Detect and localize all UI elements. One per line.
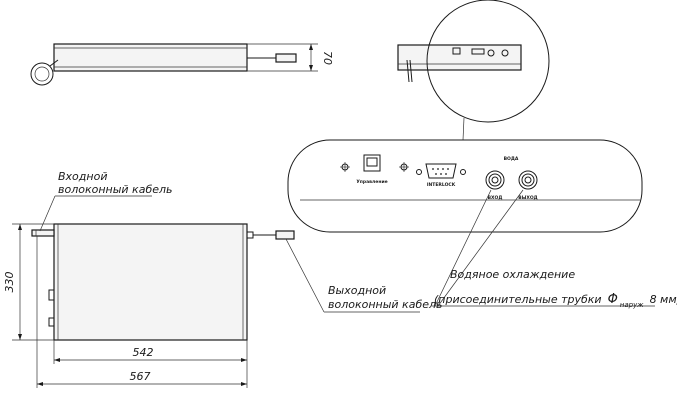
water-outlet-fitting: ВЫХОД: [518, 170, 538, 201]
mount-screw-left: [340, 162, 350, 172]
water-inlet-fitting: ВХОД: [485, 170, 505, 201]
top-view: 330 542 567: [3, 223, 295, 388]
water-cooling-callout: Водяное охлаждение (присоединительные тр…: [432, 189, 677, 309]
fiber-coil: [30, 62, 54, 86]
mount-screw-right: [399, 162, 409, 172]
input-cable-label-2: волоконный кабель: [58, 183, 173, 196]
interlock-connector: INTERLOCK: [416, 163, 466, 188]
water-cooling-label-1: Водяное охлаждение: [450, 268, 575, 281]
control-port: Управление: [356, 154, 388, 185]
control-port-label: Управление: [356, 179, 387, 185]
dimension-height-70: 70: [321, 51, 334, 65]
output-cable-callout: Выходной волоконный кабель: [285, 238, 443, 313]
dimension-width-542: 542: [133, 346, 154, 359]
phi-subscript: наруж: [620, 301, 644, 309]
output-cable-connector: [246, 230, 295, 240]
callout-leader: [462, 117, 465, 141]
interlock-label: INTERLOCK: [427, 182, 456, 188]
phi-symbol: Φ: [608, 292, 618, 307]
panel-detail: Управление INTERLOCK ВОДА: [287, 139, 643, 233]
side-view: 70: [30, 43, 334, 86]
input-cable-callout: Входной волоконный кабель: [39, 170, 173, 232]
rear-view-small: [397, 44, 522, 83]
dimension-width-567: 567: [130, 370, 151, 383]
input-cable-label-1: Входной: [58, 170, 107, 183]
top-view-housing: [53, 223, 248, 341]
dimension-depth-330: 330: [3, 272, 16, 293]
output-cable-label-1: Выходной: [328, 284, 386, 297]
input-cable-connector: [31, 229, 55, 237]
water-label: ВОДА: [504, 156, 519, 162]
panel-detail-outline: [287, 139, 643, 233]
side-view-housing: [53, 43, 248, 72]
water-outlet-label: ВЫХОД: [518, 195, 537, 201]
detail-callout-circle: [426, 0, 550, 123]
output-cable-label-2: волоконный кабель: [328, 298, 443, 311]
water-inlet-label: ВХОД: [488, 195, 503, 201]
water-cooling-size-text: 8 мм): [650, 293, 677, 306]
water-cooling-tube-text: (присоединительные трубки: [434, 293, 602, 306]
